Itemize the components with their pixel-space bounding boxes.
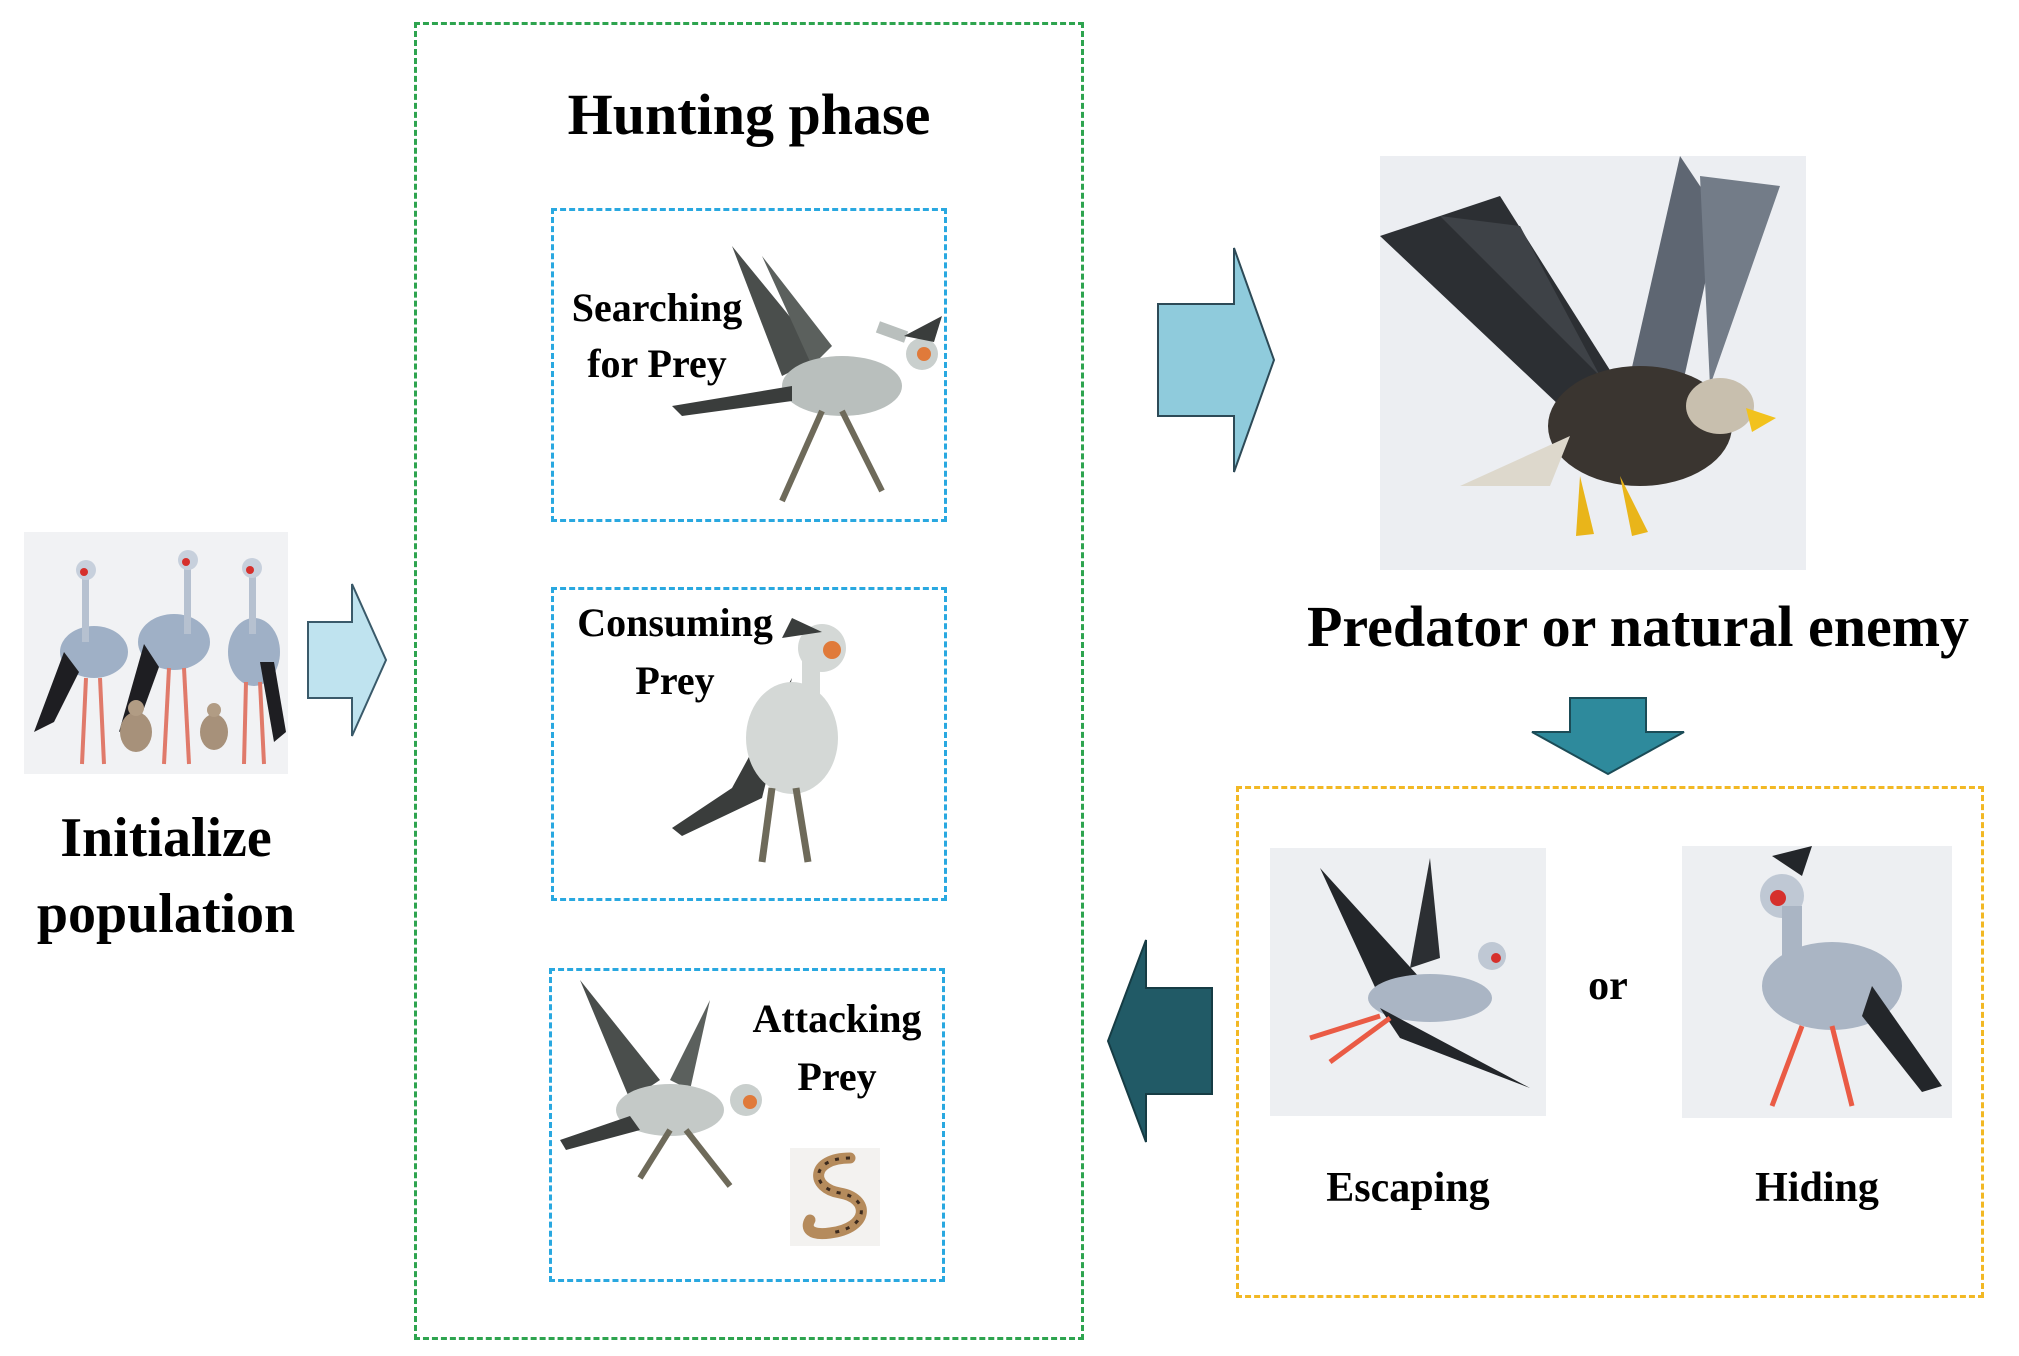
consuming-box [551,587,947,901]
secretary-bird-walking-icon [1760,846,1942,1107]
arrow-back-to-hunting [1106,938,1214,1144]
snake-illustration [790,1148,880,1246]
secretary-bird-standing-icon [672,618,846,863]
consuming-label: Consuming Prey [552,594,798,710]
attacking-line1: Attacking [752,996,922,1041]
attacking-line2: Prey [797,1054,877,1099]
secretary-bird-attacking-icon [560,980,762,1188]
searching-line1: Searching [571,285,743,330]
predator-photo [1380,156,1806,570]
attacking-label: Attacking Prey [730,990,944,1106]
consuming-bird-illustration [672,618,888,866]
consuming-line1: Consuming [577,600,773,645]
attacking-bird-illustration [560,980,772,1194]
hunting-phase-box [414,22,1084,1340]
hiding-label: Hiding [1755,1165,1879,1211]
escaping-label: Escaping [1326,1165,1490,1211]
population-photo [24,532,288,774]
or-label: or [1588,963,1628,1009]
predator-label: Predator or natural enemy [1306,594,1970,659]
response-box [1236,786,1984,1298]
searching-box [551,208,947,522]
searching-label: Searching for Prey [552,280,762,392]
secretary-bird-running-icon [672,246,942,503]
arrow-to-predator [1156,246,1276,474]
consuming-line2: Prey [635,658,715,703]
initialize-line2: population [36,883,296,945]
escaping-photo [1270,848,1546,1116]
attacking-box [549,968,945,1282]
snake-icon [802,1152,867,1240]
initialize-line1: Initialize [60,807,272,869]
secretary-bird-family-icon [34,550,286,765]
secretary-bird-flying-icon [1309,858,1530,1088]
arrow-to-hunting [306,582,388,738]
eagle-icon [1380,156,1780,536]
initialize-label: Initialize population [16,800,316,952]
hunting-phase-title: Hunting phase [567,82,931,147]
arrow-to-response [1530,696,1686,776]
searching-line2: for Prey [587,341,727,386]
hiding-photo [1682,846,1952,1118]
searching-bird-illustration [672,236,946,510]
